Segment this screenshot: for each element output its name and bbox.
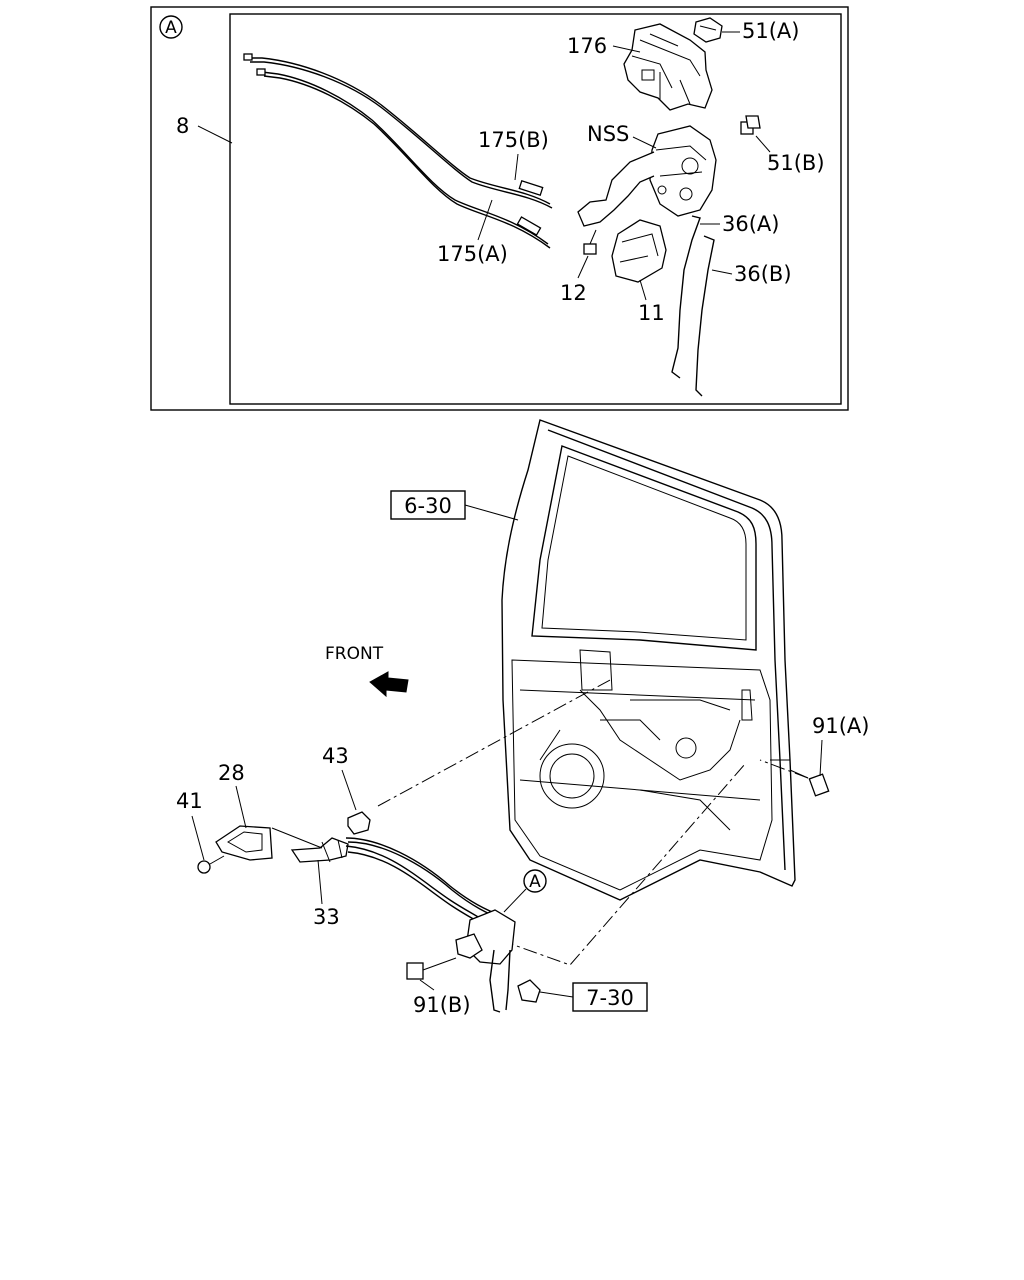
bolt-91a [789, 769, 830, 797]
reference-7-30-label: 7-30 [586, 986, 634, 1010]
front-arrow-icon [369, 671, 409, 698]
mount-line-latch [499, 763, 746, 966]
rear-door-assembly [501, 419, 796, 901]
reference-6-30[interactable]: 6-30 [390, 490, 466, 520]
reference-7-30[interactable]: 7-30 [572, 982, 648, 1012]
label-part-91b: 91(B) [413, 993, 471, 1017]
striker-part [517, 979, 541, 1003]
detail-a-marker: A [159, 15, 183, 39]
label-part-43: 43 [322, 744, 349, 768]
door-inner-panel [511, 659, 773, 891]
label-part-36b: 36(B) [734, 262, 792, 286]
lock-cover-176 [623, 23, 713, 111]
label-part-51b: 51(B) [767, 151, 825, 175]
clip-51b [740, 115, 761, 135]
cable-assembly-175 [243, 53, 553, 249]
screw-41 [197, 855, 225, 874]
label-part-28: 28 [218, 761, 245, 785]
detail-a-marker-label: A [165, 18, 177, 38]
inset-outer-frame [150, 6, 849, 411]
label-part-36a: 36(A) [722, 212, 779, 236]
mount-line-43 [377, 679, 611, 807]
leader-6-30 [464, 504, 519, 521]
detail-a-callout[interactable]: A [503, 869, 547, 913]
label-part-33: 33 [313, 905, 340, 929]
label-part-91a: 91(A) [812, 714, 869, 738]
label-part-8: 8 [176, 114, 189, 138]
label-part-175a: 175(A) [437, 242, 508, 266]
label-part-41: 41 [176, 789, 203, 813]
door-window-opening [531, 445, 757, 651]
clip-51a [693, 17, 723, 43]
leader-part-8 [197, 125, 233, 144]
detail-a-inset: A 8 175(B) 175(A) 176 [150, 6, 849, 411]
label-part-175b: 175(B) [478, 128, 549, 152]
reference-6-30-label: 6-30 [404, 494, 452, 518]
label-part-11: 11 [638, 301, 665, 325]
bolt-91b [406, 957, 457, 980]
bushing-43 [347, 811, 371, 835]
speaker-hole [539, 743, 605, 809]
detail-a-callout-label: A [529, 872, 541, 892]
door-latch-nss [577, 125, 717, 227]
door-latch-main [455, 909, 516, 1013]
leader-7-30 [539, 991, 574, 998]
label-part-176: 176 [567, 34, 607, 58]
lock-actuator-11 [611, 219, 667, 283]
label-part-51a: 51(A) [742, 19, 799, 43]
handle-cables [271, 827, 505, 937]
handle-bezel-28 [215, 825, 273, 861]
door-frame-outer [501, 419, 796, 901]
screw-12 [583, 229, 597, 255]
inside-handle-33 [290, 837, 349, 863]
front-direction-label: FRONT [325, 644, 384, 664]
label-part-nss: NSS [587, 122, 629, 146]
label-part-12: 12 [560, 281, 587, 305]
inset-inner-frame [229, 13, 842, 405]
rods-36 [671, 215, 715, 397]
